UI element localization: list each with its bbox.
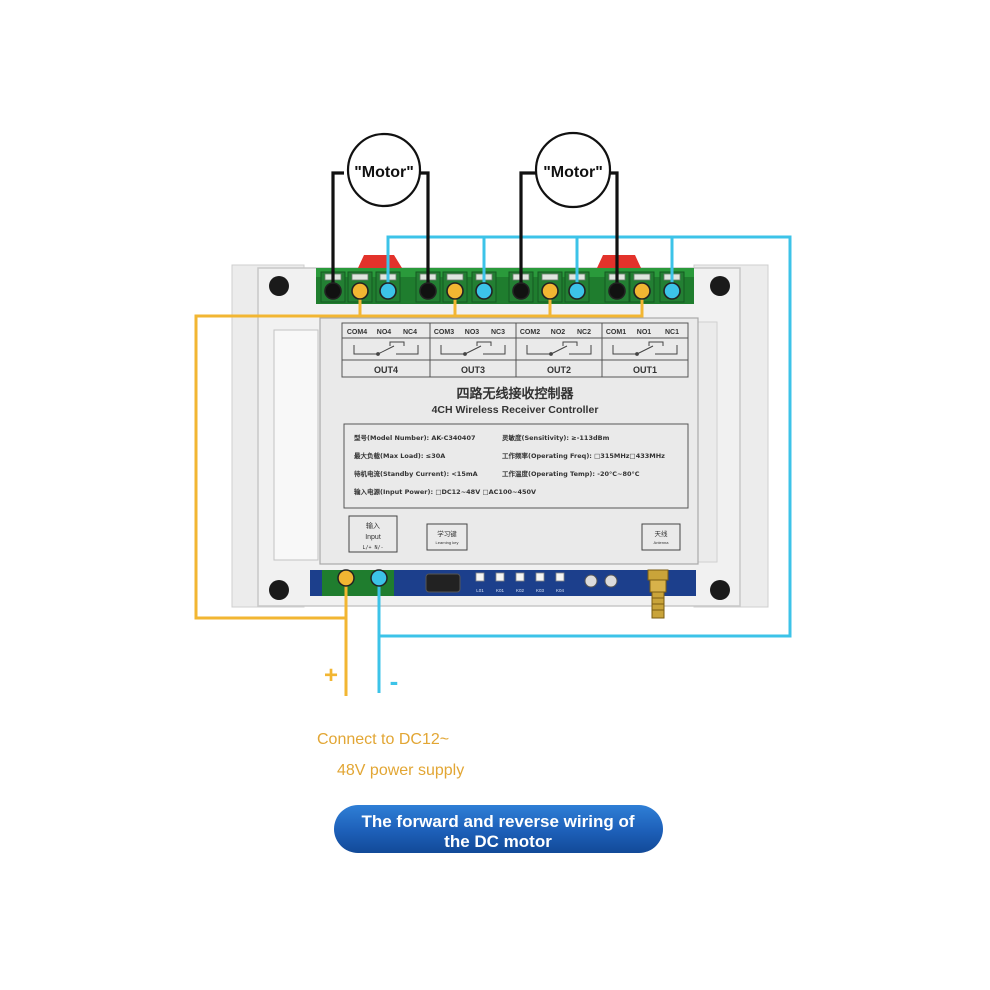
antenna-box: 天线 Antenna	[641, 523, 681, 551]
led-label: K01	[496, 588, 505, 593]
terminal-label: COM4	[347, 329, 367, 336]
controller-title-cn: 四路无线接收控制器	[456, 386, 574, 402]
svg-text:L/+ N/-: L/+ N/-	[362, 545, 383, 551]
channel-label: OUT3	[461, 365, 485, 375]
terminal-com2	[512, 282, 530, 300]
label-panel	[319, 317, 699, 565]
led-label: K02	[516, 588, 525, 593]
black-wire	[331, 171, 619, 290]
spec-freq: 工作频率(Operating Freq): □315MHz□433MHz	[502, 451, 665, 460]
input-box-cn: 输入	[366, 521, 380, 530]
spec-model: 型号(Model Number): AK-C340407	[354, 433, 476, 442]
led-label: K03	[536, 588, 545, 593]
terminal-nc1	[663, 282, 681, 300]
terminal-label: NO2	[551, 329, 566, 336]
motor-label: "Motor"	[354, 164, 414, 181]
led-indicator	[535, 572, 545, 582]
spec-power: 输入电源(Input Power): □DC12~48V □AC100~450V	[354, 487, 536, 496]
terminal-label: NC3	[491, 329, 505, 336]
input-box-en: Input	[365, 534, 381, 541]
input-box: 输入 Input L/+ N/-	[348, 515, 398, 553]
sma-antenna-connector	[647, 569, 669, 619]
terminal-com3	[419, 282, 437, 300]
learning-key-box: 学习键 Learning key	[426, 523, 468, 551]
mount-hole	[710, 580, 730, 600]
led-label: L01	[476, 588, 484, 593]
pcb-strip: L01 K01 K02 K03 K04	[310, 570, 696, 596]
spec-max-load: 最大负载(Max Load): ≤30A	[354, 451, 445, 460]
learning-key-cn: 学习键	[437, 529, 457, 538]
red-lever	[358, 255, 402, 268]
mount-hole	[710, 276, 730, 296]
red-lever	[597, 255, 641, 268]
terminal-no4	[351, 282, 369, 300]
led-indicator	[475, 572, 485, 582]
terminal-nc2	[568, 282, 586, 300]
terminal-label: NO4	[377, 329, 392, 336]
antenna-cn: 天线	[655, 529, 669, 538]
spec-sensitivity: 灵敏度(Sensitivity): ≥-113dBm	[502, 433, 610, 442]
led-indicator	[495, 572, 505, 582]
power-plus-terminal	[337, 569, 355, 587]
learning-key-en: Learning key	[436, 540, 459, 545]
title-banner: The forward and reverse wiring of the DC…	[334, 805, 663, 853]
power-minus-terminal	[370, 569, 388, 587]
motor-circle	[534, 131, 612, 209]
channel-label: OUT1	[633, 365, 657, 375]
channel-label: OUT4	[374, 365, 398, 375]
terminal-com4	[324, 282, 342, 300]
banner-line2: the DC motor	[444, 832, 552, 851]
spec-standby: 待机电流(Standby Current): <15mA	[354, 469, 478, 478]
terminal-label: COM2	[520, 329, 540, 336]
terminal-label: NO1	[637, 329, 652, 336]
relay-symbol	[612, 341, 678, 356]
controller-title-en: 4CH Wireless Receiver Controller	[432, 404, 599, 416]
motor-circle	[346, 132, 422, 208]
terminal-label: NO3	[465, 329, 480, 336]
led-label: K04	[556, 588, 565, 593]
motor-left: "Motor"	[346, 132, 422, 208]
antenna-en: Antenna	[654, 540, 670, 545]
relay-symbol	[353, 341, 419, 356]
led-indicator	[555, 572, 565, 582]
terminal-label: COM3	[434, 329, 454, 336]
motor-label: "Motor"	[543, 164, 603, 181]
minus-sign: -	[390, 666, 399, 696]
terminal-label: NC2	[577, 329, 591, 336]
cyan-wire	[377, 235, 792, 693]
plus-sign: +	[324, 662, 338, 689]
mount-hole	[269, 580, 289, 600]
terminal-no2	[541, 282, 559, 300]
relay-symbol	[440, 341, 506, 356]
terminal-label: NC1	[665, 329, 679, 336]
terminal-com1	[608, 282, 626, 300]
channel-label: OUT2	[547, 365, 571, 375]
spec-table: 型号(Model Number): AK-C340407 灵敏度(Sensiti…	[343, 423, 689, 509]
terminal-no3	[446, 282, 464, 300]
terminal-label: NC4	[403, 329, 417, 336]
mount-hole	[269, 276, 289, 296]
terminal-no1	[633, 282, 651, 300]
terminal-label: COM1	[606, 329, 626, 336]
relay-symbol	[526, 341, 592, 356]
led-indicator	[515, 572, 525, 582]
terminal-nc4	[379, 282, 397, 300]
relay-channel-boxes: COM4 NO4 NC4 COM3 NO3 NC3 COM2 NO2 NC2 COM1 NO1 NC1…	[341, 322, 689, 378]
motor-right: "Motor"	[534, 131, 612, 209]
spec-temp: 工作温度(Operating Temp): -20°C~80°C	[502, 469, 640, 478]
power-terminal-dots	[337, 569, 388, 587]
power-caption-line2: 48V power supply	[337, 762, 464, 779]
terminal-nc3	[475, 282, 493, 300]
power-caption-line1: Connect to DC12~	[317, 731, 449, 748]
banner-line1: The forward and reverse wiring of	[361, 812, 634, 831]
